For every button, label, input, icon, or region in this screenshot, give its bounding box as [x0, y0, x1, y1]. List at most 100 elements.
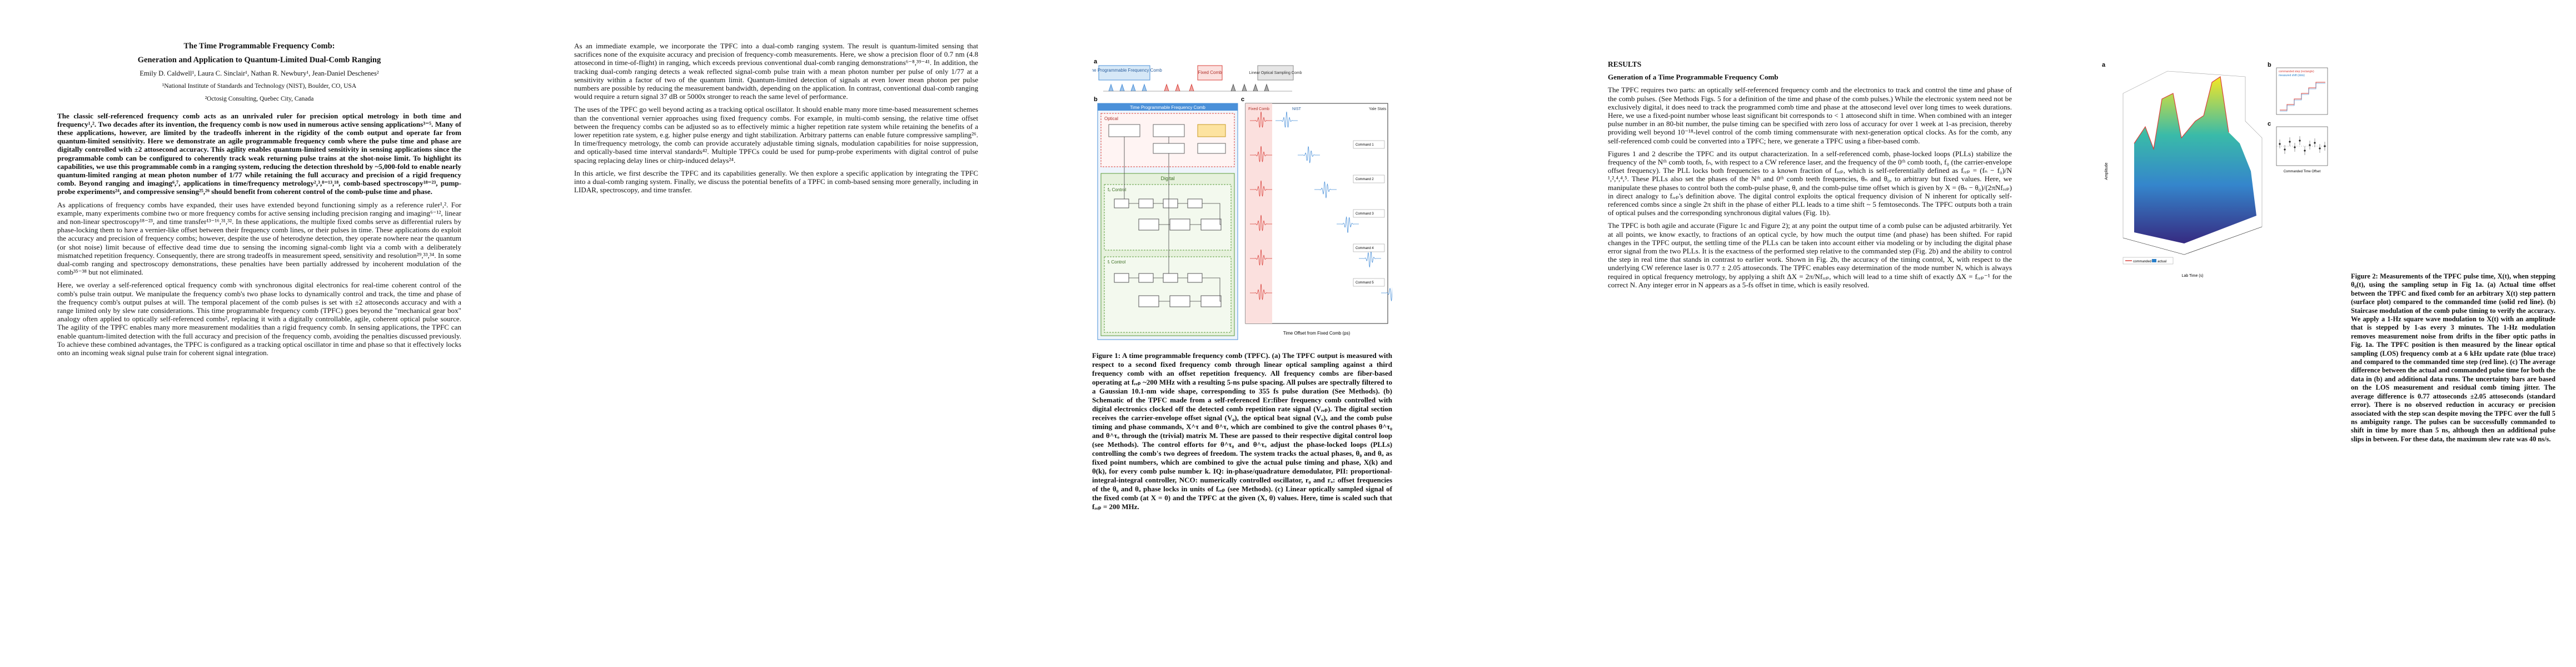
fig1-fixed-comb-label: Fixed Comb: [1248, 107, 1269, 111]
fig1-loop-blocks: [1114, 198, 1222, 307]
fig1-fixed-comb-band: [1245, 103, 1272, 323]
fig2-c-point: [2284, 148, 2286, 151]
fig1-panel-b-label: b: [1094, 96, 1098, 103]
fig2-panel-c-label: c: [2268, 121, 2271, 127]
figure-1: a Time Programmable Frequency Comb Fixed…: [1092, 58, 1392, 340]
fig2-c-point: [2324, 145, 2326, 147]
page-1-column: The Time Programmable Frequency Comb: Ge…: [57, 42, 461, 361]
fig1-optical-block: [1100, 113, 1235, 167]
paper-title-line2: Generation and Application to Quantum-Li…: [137, 56, 381, 64]
fig1-optical-label: Optical: [1104, 116, 1118, 121]
fig2-c-point: [2309, 144, 2311, 146]
results-paragraph-2: Figures 1 and 2 describe the TPFC and it…: [1608, 149, 2012, 217]
fig2-c-point: [2294, 146, 2296, 148]
fig2-legend-a-actual-swatch: [2152, 259, 2156, 262]
fig2-c-point: [2314, 142, 2316, 144]
fig1-comb-block: [1108, 124, 1140, 137]
section-heading-results: RESULTS: [1608, 60, 1642, 68]
results-paragraph-3: The TPFC is both agile and accurate (Fig…: [1608, 221, 2012, 289]
page-4: RESULTS Generation of a Time Programmabl…: [1551, 0, 2067, 667]
fig1-tpfc-header: Time Programmable Frequency Comb: [1130, 105, 1205, 110]
fig1-tpfc-trace: [1337, 216, 1359, 233]
fig2-legend-a-actual: actual: [2158, 260, 2166, 263]
fig1-panel-a-label: a: [1094, 58, 1098, 65]
fig1-fixed-trace: [1250, 283, 1272, 300]
figure-2-caption: Figure 2: Measurements of the TPFC pulse…: [2351, 272, 2555, 443]
fig1-fixed-box: [1197, 65, 1223, 81]
fig1-frep-loop: [1104, 256, 1232, 333]
intro-paragraph-2: Here, we overlay a self-referenced optic…: [57, 281, 461, 357]
fig1-command-labels: Command 1 Command 2 Command 3 Command 4 Comm…: [1353, 140, 1385, 287]
fig1-command-box: [1353, 243, 1385, 252]
fig1-command-box: [1353, 140, 1385, 149]
fig2-legend-a-commanded: commanded: [2133, 260, 2151, 263]
fig1-traces: [1250, 111, 1392, 301]
fig1-los-box: [1257, 65, 1294, 81]
fig1-tpfc-trace: [1359, 250, 1381, 268]
fig1-command-label: Command 5: [1356, 281, 1374, 285]
author-list: Emily D. Caldwell¹, Laura C. Sinclair¹, …: [139, 69, 379, 77]
paper-title-line1: The Time Programmable Frequency Comb:: [183, 42, 335, 51]
fig2-panel-b-label: b: [2268, 62, 2271, 68]
fig1-command-label: Command 3: [1356, 212, 1374, 216]
results-paragraph-1: The TPFC requires two parts: an opticall…: [1608, 86, 2012, 145]
fig2-b-measured: [2280, 83, 2325, 112]
abstract: The classic self-referenced frequency co…: [57, 111, 461, 196]
figure-1-caption: Figure 1: A time programmable frequency …: [1092, 351, 1392, 511]
fig1-panel-c-label: c: [1241, 96, 1244, 103]
body-paragraph-2: The uses of the TPFC go well beyond acti…: [574, 105, 978, 165]
fig1-tpfc-trace: [1275, 111, 1298, 128]
body-paragraph-1: As an immediate example, we incorporate …: [574, 42, 978, 101]
affiliation-1: ¹National Institute of Standards and Tec…: [162, 83, 357, 90]
fig2-c-point: [2289, 141, 2291, 143]
fig1-nist-label: NIST: [1292, 107, 1302, 111]
fig1-tpfc-header-bar: [1098, 103, 1238, 111]
fig2-legend-a: [2122, 257, 2174, 265]
figure-2: a commanded actual Lab Time (s) Amplitud…: [2102, 62, 2328, 278]
fig1-fixed-trace: [1250, 215, 1272, 231]
fig1-ref-block: [1197, 143, 1226, 154]
fig1-command-box: [1353, 209, 1385, 218]
fig1-loop-wires: [1124, 137, 1221, 302]
fig2-a-xlabel: Lab Time (s): [2182, 274, 2204, 278]
fig1-command-box: [1353, 278, 1385, 287]
fig1-nco-block: [1197, 124, 1226, 137]
fig1-tpfc-box: [1098, 65, 1150, 81]
fig1-frep-label: fᵣ Control: [1108, 260, 1125, 265]
fig1-command-label: Command 4: [1356, 247, 1374, 250]
fig2-c-point: [2299, 140, 2301, 142]
fig1-fixed-trace: [1250, 111, 1272, 128]
fig2-c-point: [2319, 147, 2321, 150]
fig1-pll-block: [1153, 143, 1185, 154]
body-paragraph-3: In this article, we first describe the T…: [574, 168, 978, 195]
page-4-column: RESULTS Generation of a Time Programmabl…: [1608, 60, 2012, 293]
fig1-fixed-trace: [1250, 249, 1272, 266]
fig1-pulse-train: [1103, 83, 1292, 92]
intro-paragraph-1: As applications of frequency combs have …: [57, 200, 461, 277]
page-1: The Time Programmable Frequency Comb: Ge…: [0, 0, 517, 667]
fig1-fceo-label: fₒ Control: [1108, 187, 1126, 192]
page-2: As an immediate example, we incorporate …: [517, 0, 1034, 667]
fig1-tpfc-trace: [1314, 181, 1337, 198]
fig2-c-xlabel: Commanded Time Offset: [2284, 170, 2321, 173]
fig1-stats-label: Yale Stats: [1369, 107, 1387, 111]
fig1-fixed-trace: [1250, 146, 1272, 162]
page-3: a Time Programmable Frequency Comb Fixed…: [1034, 0, 1551, 667]
fig2-c-point: [2279, 143, 2281, 145]
fig1-x-axis-label: Time Offset from Fixed Comb (ps): [1283, 331, 1351, 336]
fig2-c-point: [2304, 150, 2306, 152]
fig1-tpfc-trace: [1298, 146, 1320, 163]
fig1-fceo-loop: [1104, 184, 1232, 251]
fig1-tpfc-trace: [1381, 287, 1392, 301]
fig2-c-points: [2279, 136, 2326, 155]
fig1-command-label: Command 2: [1356, 178, 1374, 181]
page-2-column: As an immediate example, we incorporate …: [574, 42, 978, 198]
fig2-a-ylabel: Amplitude: [2105, 162, 2109, 180]
fig1-command-label: Command 1: [1356, 143, 1374, 147]
fig1-tpfc-box-label: Time Programmable Frequency Comb: [1092, 68, 1162, 73]
fig1-los-box-label: Linear Optical Sampling Comb: [1249, 71, 1302, 75]
subsection-heading: Generation of a Time Programmable Freque…: [1608, 73, 1778, 82]
fig2-b-legend-2: measured shift (dots): [2279, 74, 2305, 77]
fig1-fixed-box-label: Fixed Comb: [1198, 70, 1222, 75]
fig1-cw-laser-block: [1153, 124, 1185, 137]
